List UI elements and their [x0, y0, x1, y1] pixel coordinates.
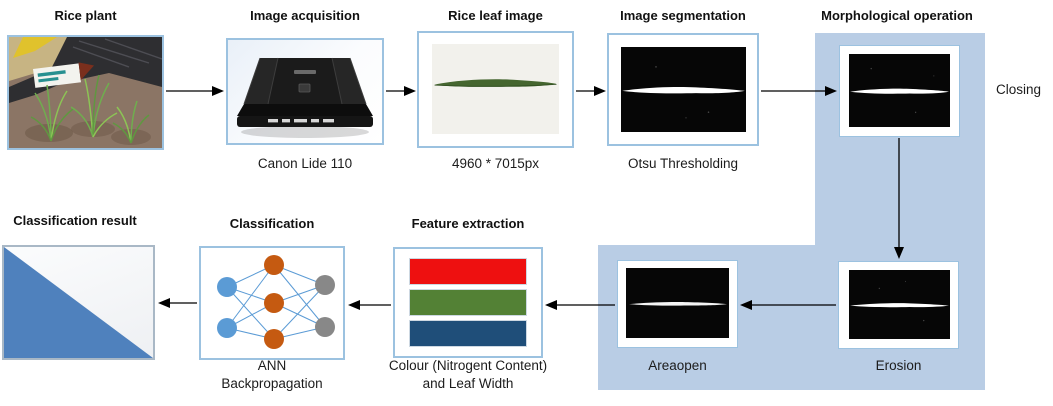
phase-sign	[33, 62, 95, 88]
scanner-button	[298, 83, 311, 93]
arrow-leaf-to-segmentation	[576, 86, 606, 96]
closing-image-box	[839, 45, 960, 137]
red-channel-bar	[409, 258, 527, 285]
arrow-feature-to-classification	[348, 300, 391, 310]
ann-network-box	[199, 246, 345, 360]
ann-caption-line1: ANN	[257, 358, 287, 373]
rice-seedlings	[30, 74, 150, 144]
morphological-operation-title: Morphological operation	[821, 8, 973, 23]
erosion-image-box	[838, 261, 959, 349]
segmentation-image-box	[607, 33, 759, 146]
rice-leaf-scan	[432, 44, 559, 134]
scanner-graphic	[237, 57, 373, 138]
input-node-2	[217, 318, 237, 338]
classification-result-box	[2, 245, 155, 360]
arrow-scanner-to-leaf	[386, 86, 416, 96]
rice-plant-title: Rice plant	[54, 8, 117, 23]
hidden-node-2	[264, 293, 284, 313]
rice-leaf-image-box	[417, 31, 574, 148]
erosion-leaf-image	[849, 270, 950, 339]
areaopen-image-box	[617, 260, 738, 348]
feature-extraction-box	[393, 247, 543, 358]
classification-title: Classification	[229, 216, 315, 231]
scanner-caption: Canon Lide 110	[257, 156, 353, 171]
classification-result-title: Classification result	[13, 213, 137, 228]
feature-caption-line2: and Leaf Width	[422, 376, 514, 391]
hidden-node-1	[264, 255, 284, 275]
segmentation-caption: Otsu Thresholding	[627, 156, 739, 171]
segmented-leaf-image	[621, 47, 746, 132]
ann-caption-line2: Backpropagation	[221, 376, 323, 391]
blue-channel-bar	[409, 320, 527, 347]
arrow-plant-to-scanner	[166, 86, 224, 96]
rice-plant-photo-graphic	[9, 37, 162, 148]
output-node-2	[315, 317, 335, 337]
image-segmentation-title: Image segmentation	[620, 8, 746, 23]
input-node-1	[217, 277, 237, 297]
output-node-1	[315, 275, 335, 295]
feature-extraction-title: Feature extraction	[411, 216, 525, 231]
hidden-node-3	[264, 329, 284, 349]
closing-label: Closing	[996, 82, 1042, 97]
areaopen-label: Areaopen	[648, 358, 707, 373]
rice-leaf-caption: 4960 * 7015px	[451, 156, 540, 171]
feature-caption-line1: Colour (Nitrogent Content)	[388, 358, 548, 373]
closing-leaf-image	[849, 54, 950, 127]
scanner-image-box	[226, 38, 384, 145]
ann-network-graphic	[217, 255, 335, 349]
rice-plant-photo	[7, 35, 164, 150]
rice-leaf-image-title: Rice leaf image	[448, 8, 543, 23]
feature-colour-bars	[395, 249, 541, 356]
scanner-front-buttons	[268, 119, 334, 123]
image-acquisition-title: Image acquisition	[250, 8, 360, 23]
erosion-label: Erosion	[875, 358, 922, 373]
areaopen-leaf-image	[626, 268, 729, 338]
result-triangle-graphic	[4, 247, 153, 358]
canon-logo	[294, 70, 316, 74]
arrow-classification-to-result	[158, 298, 197, 308]
green-channel-bar	[409, 289, 527, 316]
